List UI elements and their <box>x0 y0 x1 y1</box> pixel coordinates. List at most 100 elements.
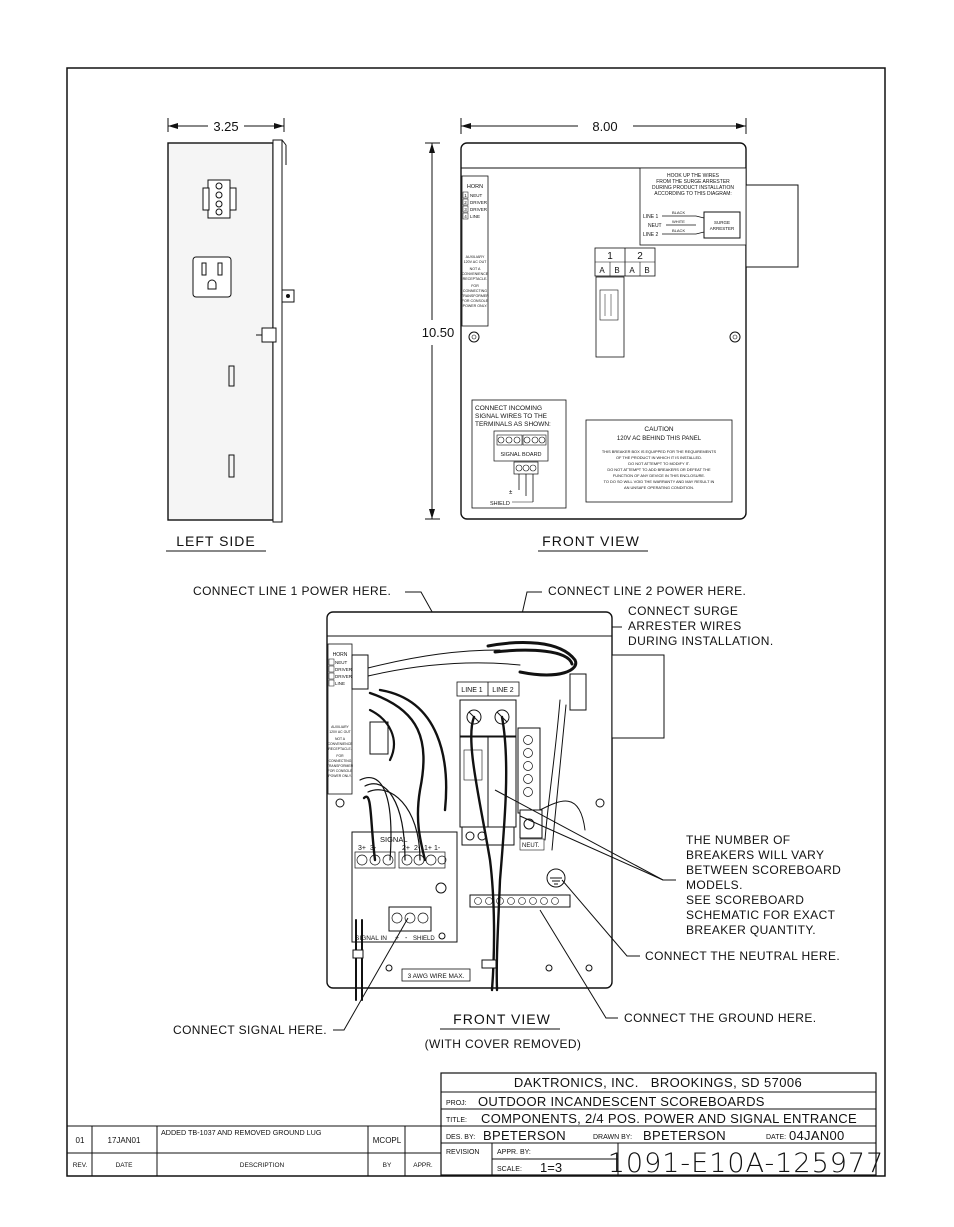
aux-line: AUXILIARY <box>466 255 485 259</box>
caution-line: AN UNSAFE OPERATING CONDITION. <box>624 485 694 490</box>
date-header: DATE <box>116 1162 134 1169</box>
surge-note-line: ACCORDING TO THIS DIAGRAM: <box>654 191 732 197</box>
surge-neut: NEUT <box>648 223 662 229</box>
aux-line: CONNECTING <box>463 289 487 293</box>
breaker-col-1: 1 <box>607 251 613 262</box>
company-line: DAKTRONICS, INC. BROOKINGS, SD 57006 <box>514 1075 802 1090</box>
terminal-label: 1+ <box>424 845 432 852</box>
caution-line: TO DO SO WILL VOID THE WARRANTY AND MAY … <box>604 479 715 484</box>
surge-note-line: DURING PRODUCT INSTALLATION <box>652 185 734 191</box>
surge-note-line: FROM THE SURGE ARRESTER <box>656 179 730 185</box>
callout-breakers: BETWEEN SCOREBOARD <box>686 863 841 877</box>
callout-breakers: MODELS. <box>686 878 743 892</box>
caution-title: CAUTION <box>644 426 674 433</box>
revision-label: REVISION <box>446 1149 479 1156</box>
callout-surge: DURING INSTALLATION. <box>628 634 774 648</box>
breaker-a: A <box>629 266 635 275</box>
breaker-b: B <box>614 266 619 275</box>
horn-row-label: NEUT <box>335 660 348 665</box>
interior-line2: LINE 2 <box>492 687 514 694</box>
neutral-bar <box>469 894 571 908</box>
breaker-col-2: 2 <box>637 251 643 262</box>
signal-note-line: TERMINALS AS SHOWN: <box>475 421 551 428</box>
caution-line: THIS BREAKER BOX IS EQUIPPED FOR THE REQ… <box>602 449 717 454</box>
aux-line: CONVENIENCE <box>462 272 489 276</box>
horn-row-label: DRIVER <box>335 674 353 679</box>
aux-line: NOT A <box>335 737 346 741</box>
horn-row-label: DRIVER <box>470 200 488 205</box>
surge-white: WHITE <box>672 219 685 224</box>
wire-max-label: 3 AWG WIRE MAX. <box>408 973 465 980</box>
screw-icon <box>466 709 482 725</box>
interior-signal: SIGNAL <box>380 835 408 844</box>
callout-neutral: CONNECT THE NEUTRAL HERE. <box>645 949 840 963</box>
horn-row-label: DRIVER <box>335 667 353 672</box>
rev-desc-cell: ADDED TB-1037 AND REMOVED GROUND LUG <box>161 1128 322 1137</box>
terminal-block-icon <box>496 434 547 446</box>
aux-line: 120V AC OUT <box>329 730 350 734</box>
callout-breakers: SCHEMATIC FOR EXACT <box>686 908 836 922</box>
interior-shield: SHIELD <box>413 936 435 942</box>
aux-line: FOR CONSOLE <box>462 299 489 303</box>
signal-board-label: SIGNAL BOARD <box>500 452 541 458</box>
callout-surge: ARRESTER WIRES <box>628 619 742 633</box>
aux-line: RECEPTACLE. <box>463 277 488 281</box>
scale-value: 1=3 <box>540 1160 562 1175</box>
interior-plus: + <box>395 935 399 942</box>
callout-ground: CONNECT THE GROUND HERE. <box>624 1011 817 1025</box>
callout-breakers: THE NUMBER OF <box>686 833 791 847</box>
surge-note-line: HOOK UP THE WIRES <box>667 173 720 179</box>
aux-line: POWER ONLY. <box>328 774 351 778</box>
caution-line: DO NOT ATTEMPT TO MODIFY IT. <box>628 461 689 466</box>
aux-line: NOT A <box>470 267 481 271</box>
revision-table: 01 17JAN01 ADDED TB-1037 AND REMOVED GRO… <box>67 1125 441 1176</box>
horn-title: HORN <box>467 184 483 190</box>
aux-line: TRANSFORMER <box>327 764 354 768</box>
surge-box-label: ARRESTER <box>710 226 735 231</box>
interior-signal-in: SIGNAL IN <box>355 935 387 942</box>
aux-line: TRANSFORMER <box>461 294 489 298</box>
surge-black1: BLACK <box>672 210 685 215</box>
terminal-label: 2+ <box>402 845 410 852</box>
scale-label: SCALE: <box>497 1166 522 1173</box>
front-view-2-label: FRONT VIEW <box>453 1011 551 1027</box>
sheet-border <box>66 67 886 1177</box>
callout-breakers: SEE SCOREBOARD <box>686 893 804 907</box>
aux-line: FOR <box>471 284 479 288</box>
by-header: BY <box>383 1162 392 1169</box>
callout-line1: CONNECT LINE 1 POWER HERE. <box>193 584 391 598</box>
interior-minus: - <box>405 935 408 942</box>
shield-label: SHIELD <box>490 501 510 507</box>
date-label: DATE: <box>766 1134 786 1141</box>
callout-surge: CONNECT SURGE <box>628 604 738 618</box>
breaker-a: A <box>599 266 605 275</box>
drawn-value: BPETERSON <box>643 1128 726 1143</box>
horn-row-num: 4 <box>464 214 467 219</box>
aux-line: 120V AC OUT <box>464 260 488 264</box>
interior-view: CONNECT LINE 1 POWER HERE. CONNECT LINE … <box>173 584 841 1051</box>
aux-line: CONVENIENCE <box>328 742 354 746</box>
caution-line: DO NOT ATTEMPT TO ADD BREAKERS OR DEFEAT… <box>607 467 711 472</box>
horn-connector-icon <box>202 179 237 219</box>
signal-note-line: SIGNAL WIRES TO THE <box>475 413 548 420</box>
horn-title: HORN <box>333 652 348 658</box>
horn-row-label: LINE <box>470 214 480 219</box>
horn-row-num: 2 <box>464 200 467 205</box>
left-side-view: 3.25 LEFT SIDE <box>166 118 295 552</box>
appr-label: APPR. BY: <box>497 1149 531 1156</box>
svg-text:±: ± <box>509 490 513 496</box>
rev-header: REV. <box>73 1162 88 1169</box>
receptacle-icon <box>192 256 232 298</box>
aux-line: AUXILIARY <box>331 725 349 729</box>
hinge-icon <box>261 327 277 343</box>
des-value: BPETERSON <box>483 1128 566 1143</box>
horn-row-label: NEUT <box>470 193 483 198</box>
terminal-label: 1- <box>434 845 441 852</box>
breaker-icon <box>595 276 625 358</box>
desc-header: DESCRIPTION <box>240 1162 285 1169</box>
cover-removed-label: (WITH COVER REMOVED) <box>425 1037 582 1051</box>
terminal-label: 2- <box>414 845 421 852</box>
title-label: TITLE: <box>446 1117 467 1124</box>
